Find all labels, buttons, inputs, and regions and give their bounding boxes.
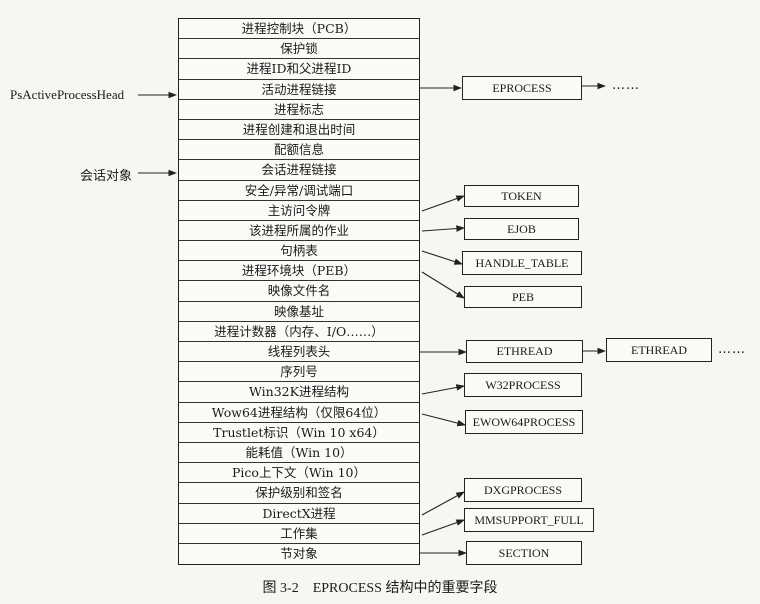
field-row: 节对象 [280,545,318,561]
session-object-label: 会话对象 [80,168,133,183]
arrow-to-ejob [421,225,466,232]
ejob-box: EJOB [464,218,579,240]
field-row: 保护级别和签名 [179,483,419,504]
field-row: 映像基址 [179,302,419,322]
peb-box: PEB [464,286,582,308]
field-row: 句柄表 [179,241,419,262]
eprocess-structure-table: 进程控制块（PCB） 保护锁 进程ID和父进程ID 活动进程链接 进程标志 进程… [178,18,420,566]
arrow-to-handle-table [421,250,464,265]
field-row: 线程列表头 [179,342,419,363]
field-row: 进程标志 [179,100,419,120]
field-row: 序列号 [179,362,419,383]
field-row: Win32K进程结构 [179,382,419,403]
arrow-to-ewow64process [421,413,467,427]
arrow-to-token [421,195,466,212]
field-row: 映像文件名 [179,281,419,302]
field-row: DirectX进程 [179,504,419,524]
field-row: 进程创建和退出时间 [179,120,419,141]
eprocess-ellipsis: …… [612,78,640,93]
field-row: 能耗值（Win 10） [179,443,419,464]
field-row: 会话进程链接 [179,160,419,181]
handle-table-box: HANDLE_TABLE [462,251,582,275]
arrow-to-peb [421,271,465,299]
section-box: SECTION [466,541,582,565]
ewow64process-box: EWOW64PROCESS [465,410,583,434]
arrow-to-mmsupport-full [421,519,466,536]
field-row: Wow64进程结构（仅限64位） [179,403,419,423]
field-row: 工作集 [179,524,419,544]
ethread-ellipsis: …… [718,342,746,357]
field-row: 安全/异常/调试端口 [179,181,419,201]
token-box: TOKEN [464,185,579,207]
ethread-next-box: ETHREAD [606,338,712,362]
mmsupport-full-box: MMSUPPORT_FULL [464,508,594,532]
field-row: 主访问令牌 [179,201,419,221]
field-row: 进程控制块（PCB） [179,19,419,40]
ps-active-process-head-label: PsActiveProcessHead [10,87,125,102]
field-row: 配额信息 [179,140,419,161]
eprocess-box: EPROCESS [462,76,582,100]
arrow-to-dxgprocess [421,491,465,516]
figure-caption: 图 3-2 EPROCESS 结构中的重要字段 [262,581,498,596]
field-row: Trustlet标识（Win 10 x64） [179,423,419,443]
dxgprocess-box: DXGPROCESS [464,478,582,502]
field-row: 活动进程链接 [179,80,419,100]
field-row: 进程计数器（内存、I/O……） [179,322,419,342]
field-row: 该进程所属的作业 [179,221,419,242]
w32process-box: W32PROCESS [464,373,582,397]
arrow-to-w32process [421,384,466,395]
ethread-box: ETHREAD [466,340,583,363]
field-row: Pico上下文（Win 10） [179,463,419,484]
field-row: 进程ID和父进程ID [179,59,419,80]
field-row: 进程环境块（PEB） [179,261,419,282]
field-row: 保护锁 [179,39,419,60]
